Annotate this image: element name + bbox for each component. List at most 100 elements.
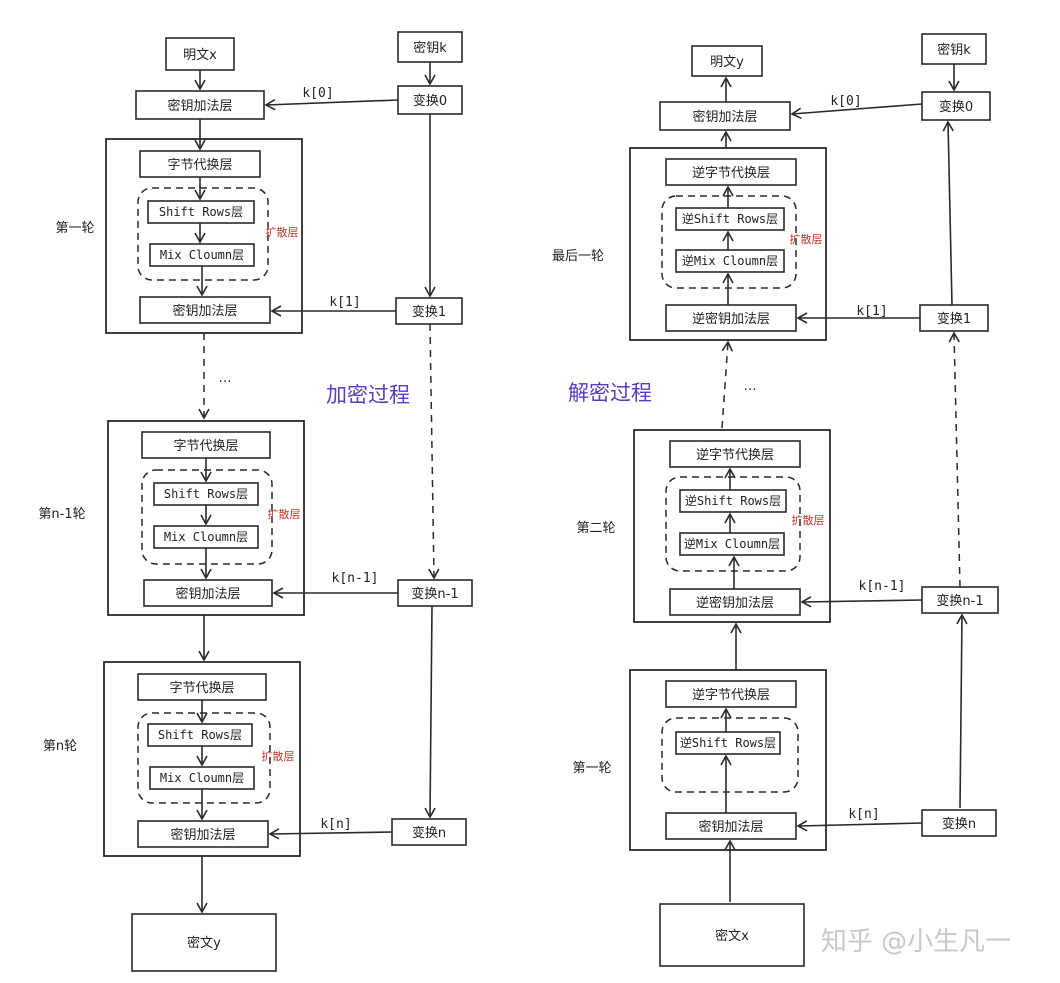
diffusion-group-n-1 <box>141 469 273 565</box>
ciphertext-box <box>131 913 277 972</box>
ciphertext-label: 密文y <box>187 935 221 951</box>
plaintext-label: 明文x <box>183 48 217 63</box>
diffusion-label-1: 扩散层 <box>266 225 299 239</box>
diffusion-label-n-1: 扩散层 <box>268 507 301 521</box>
dec-key-schedule-label-n: k[n] <box>848 807 879 822</box>
dec-round-label-1: 第一轮 <box>572 761 611 776</box>
transform-box-0 <box>397 85 463 115</box>
dec-plaintext-box <box>691 45 763 77</box>
dec-transform-label-n-1: 变换n-1 <box>936 593 983 609</box>
dec-key-schedule-arrow <box>942 120 954 306</box>
dec-inv-byte-sub-box-last <box>665 158 797 186</box>
transform-label-n-1: 变换n-1 <box>411 586 458 602</box>
key-schedule-label-n: k[n] <box>320 817 351 832</box>
decryption-side: 明文y 密钥k 密钥加法层 变换0 最后一轮 逆字节代换层 扩散层 逆Shift… <box>552 33 999 967</box>
dec-inv-shift-rows-label-1: 逆Shift Rows层 <box>680 735 776 750</box>
dec-flow-arrow-dashed <box>721 340 734 429</box>
dec-inv-mix-columns-box-2 <box>679 532 785 556</box>
add-round-key-box-1 <box>139 296 271 324</box>
round-label-1: 第一轮 <box>55 221 94 236</box>
dec-diffusion-group-1 <box>661 717 799 793</box>
dec-ciphertext-label: 密文x <box>715 928 749 944</box>
dec-key-schedule-label-0: k[0] <box>830 94 861 109</box>
key-schedule-arrow <box>424 605 436 819</box>
mix-columns-label-n-1: Mix Cloumn层 <box>164 530 248 544</box>
transform-box-n <box>391 818 467 846</box>
add-round-key-label-1: 密钥加法层 <box>172 303 237 319</box>
dec-inv-byte-sub-label-2: 逆字节代换层 <box>696 447 774 463</box>
transform-label-1: 变换1 <box>412 304 446 320</box>
shift-rows-box-n <box>147 723 253 747</box>
add-round-key-box-n <box>137 820 269 848</box>
dec-inv-byte-sub-label-last: 逆字节代换层 <box>692 165 770 181</box>
key-label: 密钥k <box>413 40 447 56</box>
dec-inv-add-round-key-box-last <box>665 304 797 332</box>
key-injection-arrow-0 <box>264 98 399 111</box>
diffusion-label-n: 扩散层 <box>262 749 295 763</box>
dec-key-schedule-arrow-dashed <box>948 331 961 588</box>
transform-label-0: 变换0 <box>413 93 447 109</box>
round-box-n-1 <box>107 420 305 616</box>
dec-key-injection-arrow-0 <box>790 103 923 120</box>
shift-rows-label-n-1: Shift Rows层 <box>164 487 248 501</box>
dec-inv-shift-rows-box-last <box>675 207 785 231</box>
decrypt-title: 解密过程 <box>568 381 652 405</box>
shift-rows-box-1 <box>147 200 255 224</box>
transform-label-n: 变换n <box>412 825 446 841</box>
dec-diffusion-label-last: 扩散层 <box>790 232 823 246</box>
dec-inv-mix-columns-label-2: 逆Mix Cloumn层 <box>684 536 780 551</box>
dec-inv-shift-rows-label-2: 逆Shift Rows层 <box>685 493 781 508</box>
key-schedule-label-0: k[0] <box>302 86 333 101</box>
dec-add-round-key-box-1 <box>665 812 797 840</box>
dec-round-box-last <box>629 147 827 341</box>
dec-key-schedule-arrow <box>956 613 968 809</box>
dec-transform-label-n: 变换n <box>942 816 976 832</box>
diffusion-group-1 <box>137 187 269 281</box>
dec-diffusion-label-2: 扩散层 <box>792 513 825 527</box>
mix-columns-label-1: Mix Cloumn层 <box>160 248 244 262</box>
byte-sub-label-1: 字节代换层 <box>167 158 232 173</box>
byte-sub-label-n: 字节代换层 <box>169 681 234 696</box>
byte-sub-box-n-1 <box>141 431 271 459</box>
dec-inv-mix-columns-box-last <box>675 249 785 273</box>
dec-transform-box-0 <box>921 91 991 121</box>
dec-inv-byte-sub-box-1 <box>665 680 797 708</box>
dec-inv-byte-sub-label-1: 逆字节代换层 <box>692 687 770 703</box>
add-round-key-box-n-1 <box>143 579 273 607</box>
dec-inv-shift-rows-label-last: 逆Shift Rows层 <box>682 211 778 226</box>
dec-transform-box-n-1 <box>921 586 999 614</box>
dec-key-injection-arrow-n <box>796 820 923 832</box>
dec-inv-byte-sub-box-2 <box>669 440 801 468</box>
dec-inv-shift-rows-box-1 <box>675 731 781 755</box>
dec-round-label-2: 第二轮 <box>576 521 615 536</box>
dec-add-round-key-label-0: 密钥加法层 <box>692 109 757 125</box>
dec-inv-shift-rows-box-2 <box>679 489 787 513</box>
ellipsis-left: … <box>219 371 232 386</box>
dec-key-schedule-label-n-1: k[n-1] <box>859 579 906 594</box>
dec-ciphertext-box <box>659 903 805 967</box>
dec-round-label-last: 最后一轮 <box>552 249 604 264</box>
round-label-n-1: 第n-1轮 <box>38 507 85 522</box>
add-round-key-label-0: 密钥加法层 <box>167 98 232 114</box>
round-label-n: 第n轮 <box>43 739 77 754</box>
watermark-text: 知乎 @小生凡一 <box>821 927 1011 957</box>
dec-transform-label-1: 变换1 <box>937 311 971 327</box>
dec-plaintext-label: 明文y <box>710 55 744 70</box>
add-round-key-label-n-1: 密钥加法层 <box>175 586 240 602</box>
dec-inv-add-round-key-box-2 <box>669 588 801 616</box>
shift-rows-label-1: Shift Rows层 <box>159 205 243 219</box>
dec-transform-box-n <box>921 809 997 837</box>
key-schedule-arrow-dashed <box>428 323 440 580</box>
key-schedule-label-1: k[1] <box>329 295 360 310</box>
plaintext-box <box>165 37 235 71</box>
key-injection-arrow-n <box>268 828 393 840</box>
dec-round-box-2 <box>633 429 831 623</box>
key-schedule-label-n-1: k[n-1] <box>332 571 379 586</box>
mix-columns-label-n: Mix Cloumn层 <box>160 771 244 785</box>
byte-sub-label-n-1: 字节代换层 <box>173 439 238 454</box>
encrypt-title: 加密过程 <box>326 383 410 407</box>
dec-add-round-key-box-0 <box>659 101 791 131</box>
add-round-key-label-n: 密钥加法层 <box>170 827 235 843</box>
